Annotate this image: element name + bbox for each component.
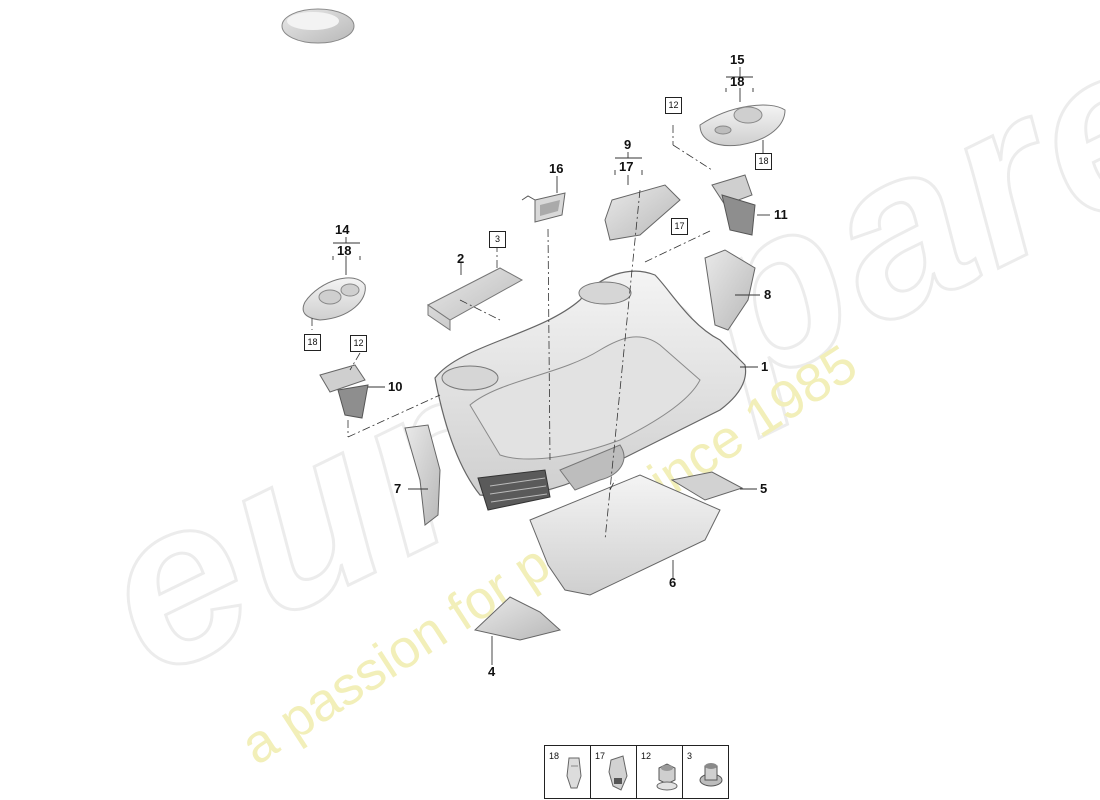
part-16-lamp (521, 192, 566, 223)
part-10-mount (319, 364, 369, 419)
callout-16: 16 (549, 161, 564, 176)
callout-9: 9 (624, 137, 632, 152)
part-15-trim (699, 104, 786, 147)
callout-1: 1 (761, 359, 769, 374)
clip-icon (566, 757, 582, 789)
legend-cell-3: 3 (682, 746, 728, 798)
callout-18-left: 18 (337, 243, 352, 258)
legend-cell-12: 12 (636, 746, 682, 798)
part-8-side-trim (704, 249, 756, 331)
callout-10: 10 (388, 379, 403, 394)
callout-11: 11 (774, 207, 788, 222)
part-2-panel (427, 267, 524, 331)
hex-nut-icon (656, 763, 678, 791)
leader-lines (332, 67, 770, 665)
legend-cell-18: 18 (545, 746, 590, 798)
ref-box-17: 17 (671, 218, 688, 235)
callout-5: 5 (760, 481, 768, 496)
legend-num-3: 3 (687, 751, 693, 761)
trunk-liner-part (434, 270, 747, 511)
callout-17: 17 (619, 159, 634, 174)
part-7-pillar (404, 424, 441, 526)
ref-box-18-right: 18 (755, 153, 772, 170)
callout-14: 14 (335, 222, 350, 237)
ref-box-3: 3 (489, 231, 506, 248)
callout-4: 4 (488, 664, 496, 679)
callout-15: 15 (730, 52, 745, 67)
fastener-legend: 18 17 12 3 (544, 745, 729, 799)
callout-7: 7 (394, 481, 402, 496)
rear-vent (477, 469, 551, 511)
part-6-floor (529, 474, 721, 596)
ref-box-12-top: 12 (665, 97, 682, 114)
callout-6: 6 (669, 575, 677, 590)
rivet-icon (699, 763, 723, 787)
part-5-plate (670, 471, 744, 501)
part-14-trim (302, 277, 366, 321)
legend-num-12: 12 (641, 751, 652, 761)
guide-lines (311, 125, 713, 541)
part-11-mount (711, 174, 756, 236)
legend-num-17: 17 (595, 751, 606, 761)
small-cap-part (281, 8, 355, 44)
clip-nut-icon (608, 755, 628, 791)
ref-box-18-left: 18 (304, 334, 321, 351)
ref-box-12-left: 12 (350, 335, 367, 352)
part-4-cover (473, 596, 562, 641)
legend-cell-17: 17 (590, 746, 636, 798)
callout-8: 8 (764, 287, 772, 302)
callout-18-top: 18 (730, 74, 745, 89)
callout-2: 2 (457, 251, 465, 266)
legend-num-18: 18 (549, 751, 560, 761)
part-9-bracket (604, 184, 681, 241)
